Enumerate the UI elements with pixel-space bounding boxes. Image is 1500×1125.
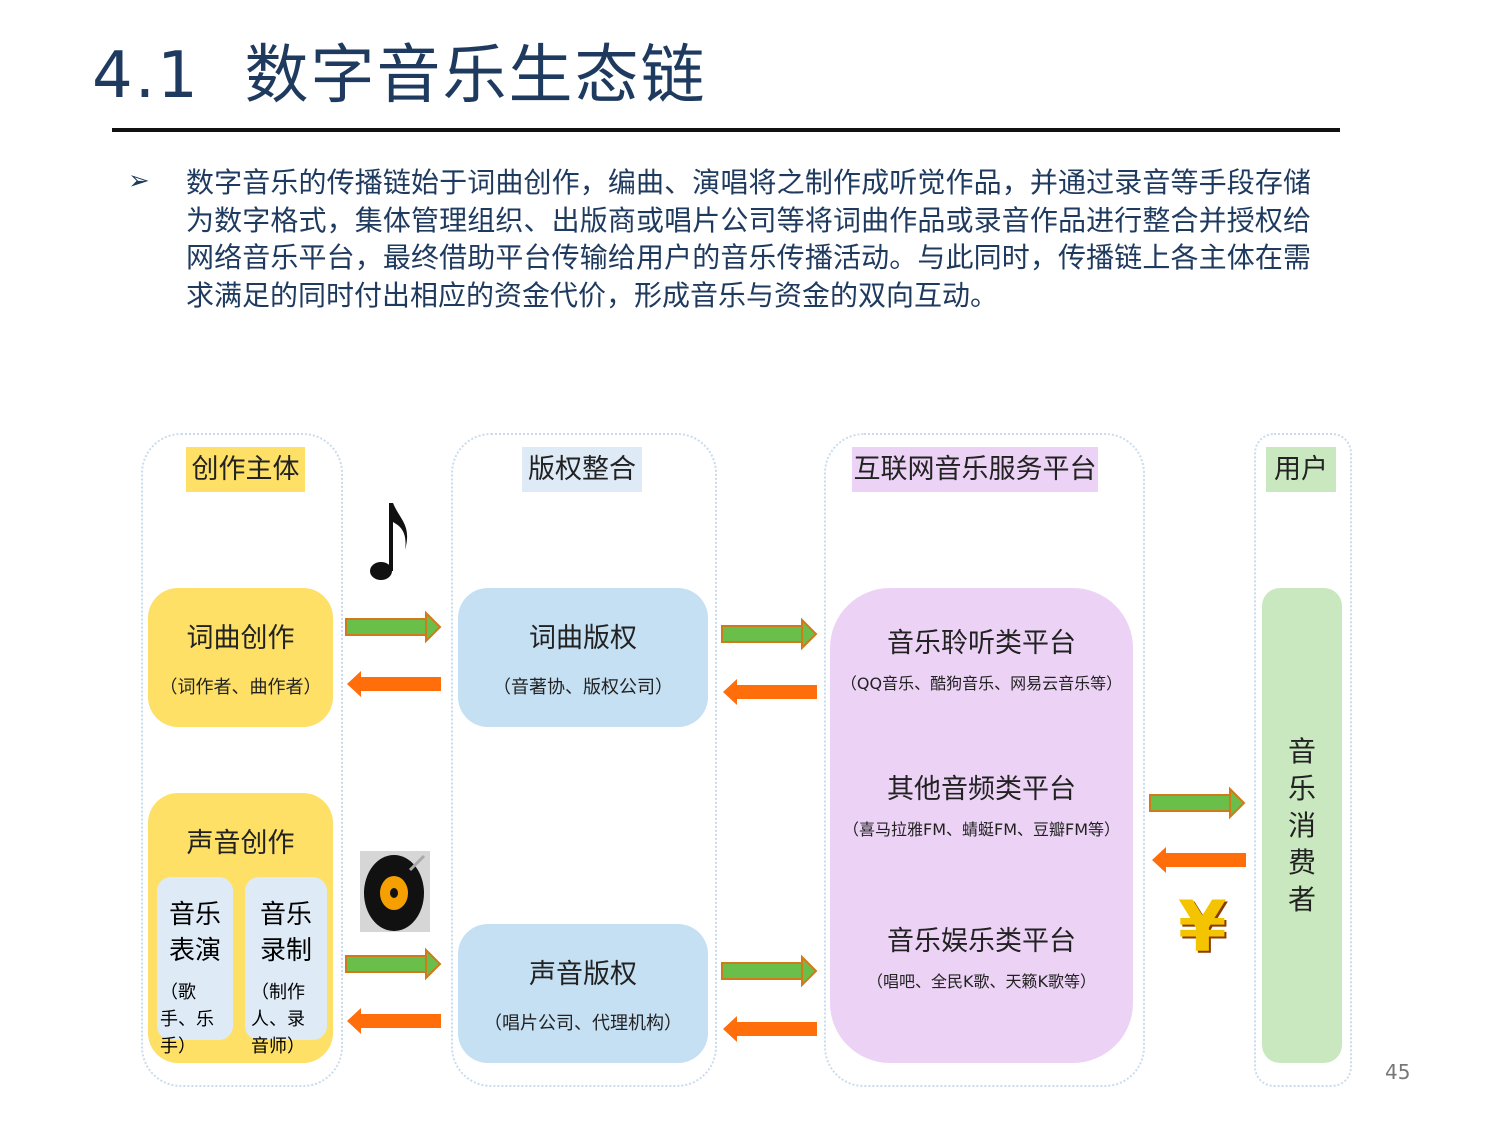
column-copyright [451,433,717,1087]
header-users: 用户 [1266,447,1336,492]
column-platforms [824,433,1145,1087]
sound-creation-box: 声音创作 音乐表演 （歌手、乐手） 音乐录制 （制作人、录音师） [148,793,333,1063]
vinyl-record-icon [360,851,430,932]
lyrics-copyright-sub: （音著协、版权公司） [493,677,673,698]
title-divider [112,128,1340,132]
lyrics-creation-box: 词曲创作 （词作者、曲作者） [148,588,333,727]
music-flow-arrow-right [345,949,441,979]
performance-box: 音乐表演 （歌手、乐手） [157,877,233,1057]
money-flow-arrow-left [347,671,441,697]
consumer-box: 音乐消费者 [1262,588,1342,1063]
platform-title: 音乐聆听类平台 [887,628,1076,659]
yen-icon: ¥ [1178,886,1227,968]
platform-sub: （QQ音乐、酷狗音乐、网易云音乐等） [840,674,1123,693]
recording-title: 音乐录制 [260,900,313,966]
platform-title: 音乐娱乐类平台 [887,926,1076,957]
recording-sub: （制作人、录音师） [251,982,305,1057]
lyrics-copyright-title: 词曲版权 [529,623,637,654]
music-flow-arrow-right [345,612,441,642]
platform-sub: （唱吧、全民K歌、天籁K歌等） [867,972,1096,991]
lyrics-creation-sub: （词作者、曲作者） [159,677,322,698]
body-paragraph: 数字音乐的传播链始于词曲创作，编曲、演唱将之制作成听觉作品，并通过录音等手段存储… [186,166,1311,312]
music-note-icon [370,503,408,580]
performance-sub: （歌手、乐手） [160,982,214,1057]
lyrics-copyright-box: 词曲版权 （音著协、版权公司） [458,588,708,727]
money-flow-arrow-left [723,679,817,705]
header-creators: 创作主体 [186,447,305,492]
header-platforms: 互联网音乐服务平台 [852,447,1098,492]
performance-title: 音乐表演 [169,900,222,966]
music-flow-arrow-right [1149,788,1245,818]
sound-copyright-box: 声音版权 （唱片公司、代理机构） [458,924,708,1063]
platforms-box: 音乐聆听类平台 （QQ音乐、酷狗音乐、网易云音乐等） 其他音频类平台 （喜马拉雅… [830,588,1133,1063]
money-flow-arrow-left [1152,847,1246,873]
money-flow-arrow-left [723,1016,817,1042]
platform-title: 其他音频类平台 [887,774,1076,805]
recording-box: 音乐录制 （制作人、录音师） [245,877,327,1057]
slide-title: 4.1 数字音乐生态链 [92,39,707,113]
money-flow-arrow-left [347,1008,441,1034]
lyrics-creation-title: 词曲创作 [186,623,295,654]
sound-creation-title: 声音创作 [186,828,295,859]
platform-sub: （喜马拉雅FM、蜻蜓FM、豆瓣FM等） [842,820,1121,839]
sound-copyright-title: 声音版权 [529,959,637,990]
arrowhead-bullet-icon: ➢ [128,166,150,196]
music-flow-arrow-right [721,619,817,649]
page-number: 45 [1385,1060,1411,1084]
column-users [1254,433,1352,1087]
column-creators [141,433,343,1087]
sound-copyright-sub: （唱片公司、代理机构） [484,1013,682,1034]
consumer-label: 音乐消费者 [1287,735,1316,916]
music-flow-arrow-right [721,956,817,986]
header-copyright: 版权整合 [522,447,642,492]
